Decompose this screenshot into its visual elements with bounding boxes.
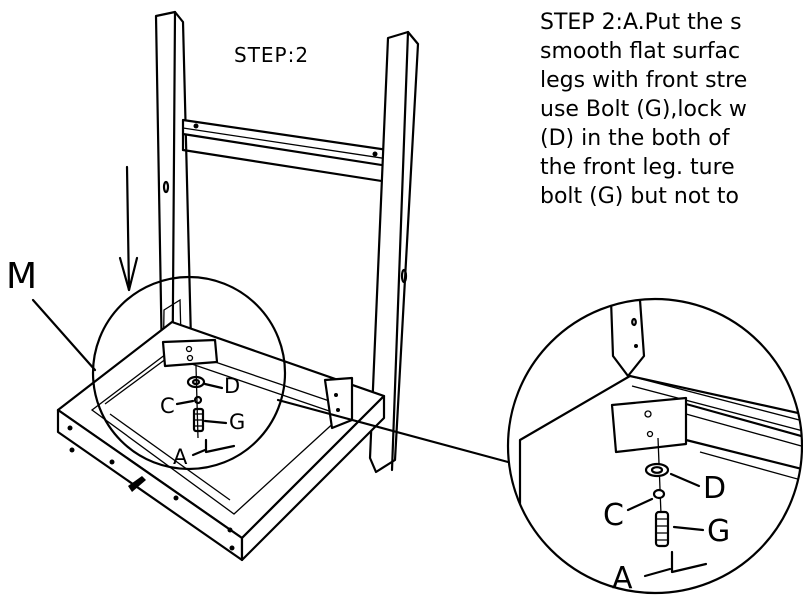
callout-m: M [6, 256, 37, 297]
detail-circle-small [91, 275, 287, 471]
instruction-line: (D) in the both of [540, 126, 730, 151]
callout-g: G [229, 410, 245, 434]
instruction-line: use Bolt (G),lock w [540, 97, 747, 122]
instruction-text: STEP 2:A.Put the s smooth flat surfac le… [540, 8, 803, 211]
seat-frame [56, 320, 386, 562]
zoom-connector-line [276, 398, 510, 464]
instruction-line: STEP 2:A.Put the s [540, 10, 742, 35]
callout-d-zoom: D [703, 471, 726, 506]
callout-a-zoom: A [612, 561, 633, 596]
instruction-line: smooth flat surfac [540, 39, 741, 64]
callout-c-zoom: C [603, 498, 624, 533]
step-title: STEP:2 [234, 43, 309, 67]
front-stretcher [181, 118, 390, 184]
callout-d: D [224, 374, 240, 398]
callout-c: C [160, 394, 175, 418]
instruction-line: the front leg. ture [540, 155, 735, 180]
instruction-line: legs with front stre [540, 68, 748, 93]
callout-a: A [173, 445, 188, 469]
right-front-leg [368, 30, 420, 474]
down-arrow-icon [118, 165, 139, 292]
callout-g-zoom: G [707, 514, 730, 549]
detail-circle-large [506, 297, 803, 595]
callout-m-leader [31, 298, 97, 372]
instruction-line: bolt (G) but not to [540, 184, 739, 209]
